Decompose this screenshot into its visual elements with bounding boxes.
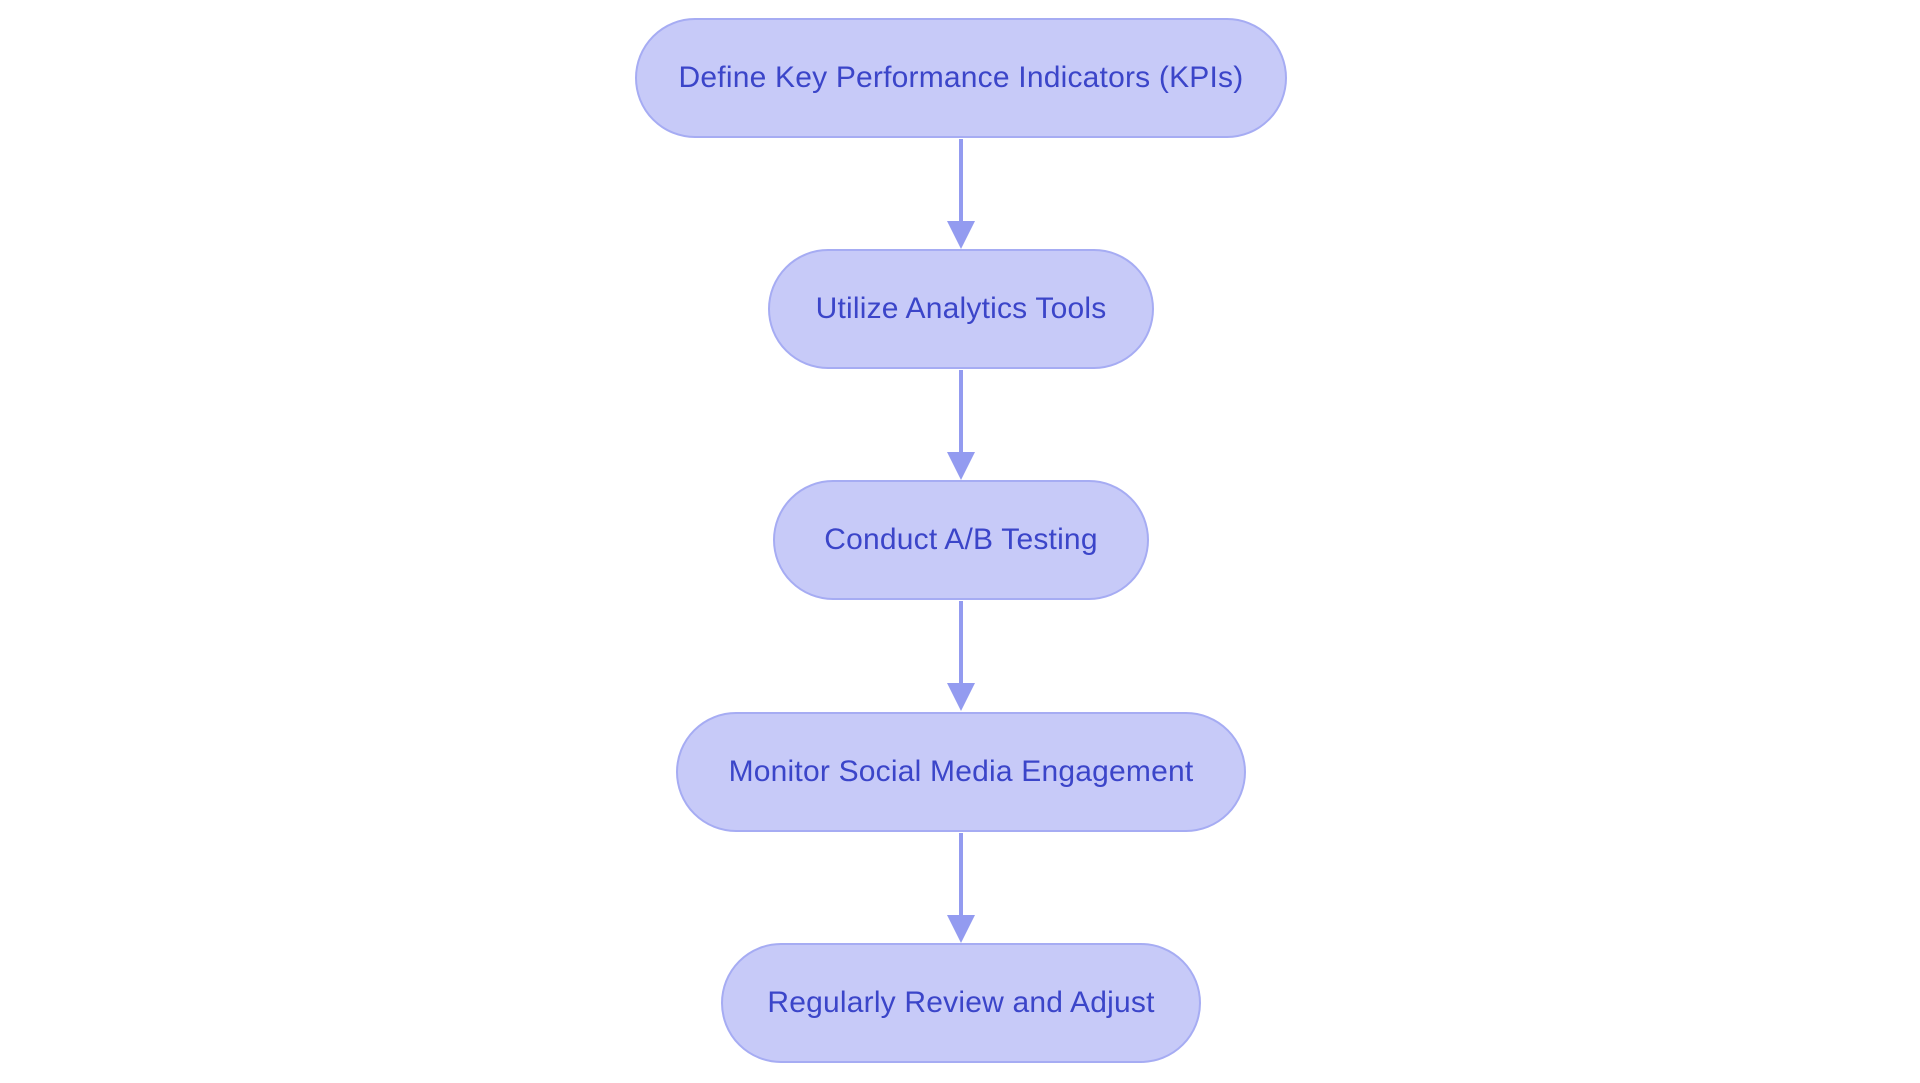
flow-node-analytics-tools: Utilize Analytics Tools <box>768 249 1154 369</box>
node-label-analytics-tools: Utilize Analytics Tools <box>815 292 1107 325</box>
node-label-ab-testing: Conduct A/B Testing <box>824 523 1098 556</box>
flow-node-social-media-engagement: Monitor Social Media Engagement <box>676 712 1246 832</box>
connector-arrow-3 <box>947 601 975 711</box>
flow-node-define-kpis: Define Key Performance Indicators (KPIs) <box>635 18 1287 138</box>
node-label-social-media-engagement: Monitor Social Media Engagement <box>728 755 1194 788</box>
connector-arrow-4 <box>947 833 975 943</box>
node-label-define-kpis: Define Key Performance Indicators (KPIs) <box>678 61 1244 94</box>
flow-node-ab-testing: Conduct A/B Testing <box>773 480 1149 600</box>
flow-node-review-adjust: Regularly Review and Adjust <box>721 943 1201 1063</box>
node-label-review-adjust: Regularly Review and Adjust <box>767 986 1155 1019</box>
connector-arrow-1 <box>947 139 975 249</box>
connector-arrow-2 <box>947 370 975 480</box>
